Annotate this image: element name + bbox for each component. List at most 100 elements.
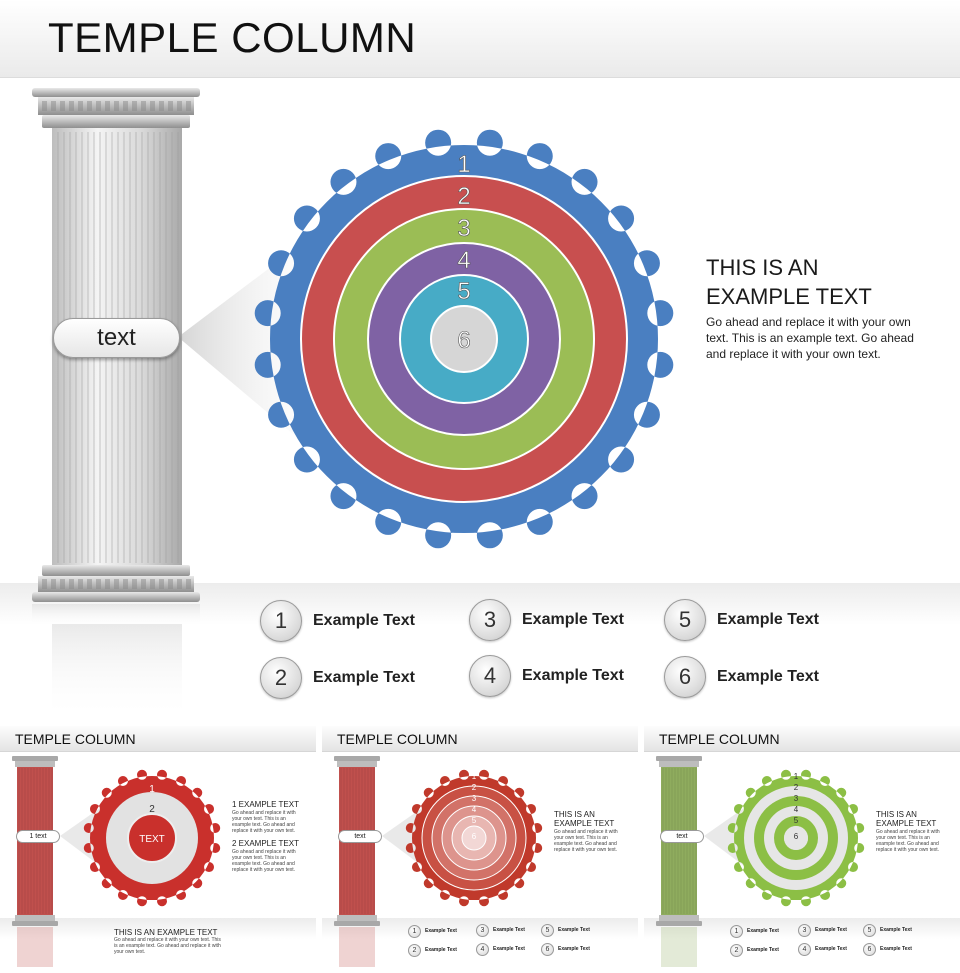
body-description: Go ahead and replace it with your own te…	[706, 315, 914, 361]
thumbnail-column-label: text	[338, 830, 382, 843]
thumbnail-slide-2[interactable]: TEMPLE COLUMN 1 2 3 4 5 6 text THIS IS AN EXA…	[322, 726, 638, 971]
thumbnail-ring-number: 3	[472, 794, 477, 803]
column-label-text: text	[97, 324, 136, 351]
thumbnail-ring-number: 6	[472, 832, 477, 841]
thumbnail-ring-number: 4	[472, 805, 477, 814]
thumbnail-ring-number: 4	[794, 805, 799, 814]
legend-number-circle: 4	[469, 655, 511, 697]
ring-number-1: 1	[457, 151, 470, 178]
reflection-shaft	[52, 624, 182, 720]
thumbnail-center-label: TEXT	[139, 834, 165, 845]
thumbnail-heading: EXAMPLE TEXT	[876, 819, 937, 828]
thumbnail-title-bar: TEMPLE COLUMN	[644, 726, 960, 752]
ring-number-2: 2	[457, 183, 470, 210]
thumbnail-center	[127, 813, 177, 863]
thumbnail-body: Go ahead and replace it with your own te…	[876, 829, 940, 853]
thumbnail-heading: EXAMPLE TEXT	[554, 819, 615, 828]
temple-column-diagram: 1 2 3 4 5 6	[32, 88, 674, 720]
thumbnail-title: TEMPLE COLUMN	[15, 731, 136, 747]
svg-text:2: 2	[149, 804, 155, 815]
ring-number-5: 5	[457, 278, 470, 305]
thumbnail-title: TEMPLE COLUMN	[659, 731, 780, 747]
thumbnail-ring	[461, 825, 487, 851]
light-beam	[178, 245, 300, 440]
thumbnail-column-label: 1 text	[16, 830, 60, 843]
thumbnail-column-label-text: text	[354, 833, 366, 840]
legend-label: Example Text	[522, 667, 624, 684]
legend-item: 2 Example Text	[260, 657, 415, 699]
thumbnail-column-label-text: 1 text	[29, 833, 47, 840]
thumbnail-slide-1[interactable]: TEMPLE COLUMN TEXT 1 2 1 text 1 EXAMPLE TE…	[0, 726, 316, 971]
legend-item: 3 Example Text	[469, 599, 624, 641]
legend-number-circle: 2	[260, 657, 302, 699]
thumbnail-band	[0, 918, 316, 971]
legend-item: 4 Example Text	[469, 655, 624, 697]
legend-item: 1 Example Text	[260, 600, 415, 642]
thumbnail-title-bar: TEMPLE COLUMN	[0, 726, 316, 752]
base-bottom	[32, 592, 200, 602]
thumbnail-column-label: text	[660, 830, 704, 843]
legend-number-circle: 3	[469, 599, 511, 641]
ring-6	[430, 305, 498, 373]
legend-label: Example Text	[717, 668, 819, 685]
thumbnail-heading: 1 EXAMPLE TEXT	[232, 800, 299, 809]
legend-label: Example Text	[313, 612, 415, 629]
legend-number-circle: 5	[664, 599, 706, 641]
base-dentils	[42, 579, 191, 589]
ring-number-6: 6	[457, 327, 470, 354]
legend-number-circle: 6	[664, 656, 706, 698]
column-label-pill[interactable]: text	[53, 318, 180, 358]
thumbnail-ring-number: 5	[794, 816, 799, 825]
thumbnail-diagram: 1 2 3 4 5 6	[334, 756, 543, 967]
thumbnail-body: Go ahead and replace it with your own te…	[232, 849, 296, 873]
thumbnail-body: Go ahead and replace it with your own te…	[232, 810, 296, 834]
thumbnail-ring-number: 5	[472, 816, 477, 825]
page-title: TEMPLE COLUMN	[48, 14, 417, 61]
column	[32, 88, 200, 720]
thumbnail-body: Go ahead and replace it with your own te…	[554, 829, 618, 853]
thumbnail-ring-number: 1	[472, 772, 477, 781]
thumbnail-body: Go ahead and replace it with your own te…	[114, 937, 221, 955]
thumbnail-heading: THIS IS AN	[876, 810, 917, 819]
thumbnail-heading: THIS IS AN	[554, 810, 595, 819]
legend-label: Example Text	[313, 669, 415, 686]
thumbnail-ring-number: 2	[472, 783, 477, 792]
title-bar: TEMPLE COLUMN	[0, 0, 960, 78]
svg-text:1: 1	[149, 784, 155, 795]
concentric-rings	[300, 175, 628, 503]
legend-number-circle: 1	[260, 600, 302, 642]
thumbnail-heading: THIS IS AN EXAMPLE TEXT	[114, 928, 218, 937]
body-title-line2: EXAMPLE TEXT	[706, 284, 872, 309]
reflection-base	[32, 604, 200, 624]
legend-item: 5 Example Text	[664, 599, 819, 641]
thumbnail-ring-number: 1	[794, 772, 799, 781]
capital-bottom	[42, 115, 190, 128]
ring-number-4: 4	[457, 247, 470, 274]
ring-number-3: 3	[457, 215, 470, 242]
thumbnail-title-bar: TEMPLE COLUMN	[322, 726, 638, 752]
legend-label: Example Text	[717, 611, 819, 628]
ring-numbers: 1 2 3 4 5 6	[457, 151, 471, 355]
thumbnail-heading: 2 EXAMPLE TEXT	[232, 839, 299, 848]
thumbnail-ring-number: 6	[794, 832, 799, 841]
thumbnail-title: TEMPLE COLUMN	[337, 731, 458, 747]
body-title-line1: THIS IS AN	[706, 255, 819, 280]
thumbnail-column-label-text: text	[676, 833, 688, 840]
legend-item: 6 Example Text	[664, 656, 819, 698]
capital-top	[32, 88, 200, 97]
thumbnail-ring-number: 2	[794, 783, 799, 792]
body-text-block: THIS IS AN EXAMPLE TEXT Go ahead and rep…	[706, 253, 921, 362]
base-top	[42, 565, 190, 576]
